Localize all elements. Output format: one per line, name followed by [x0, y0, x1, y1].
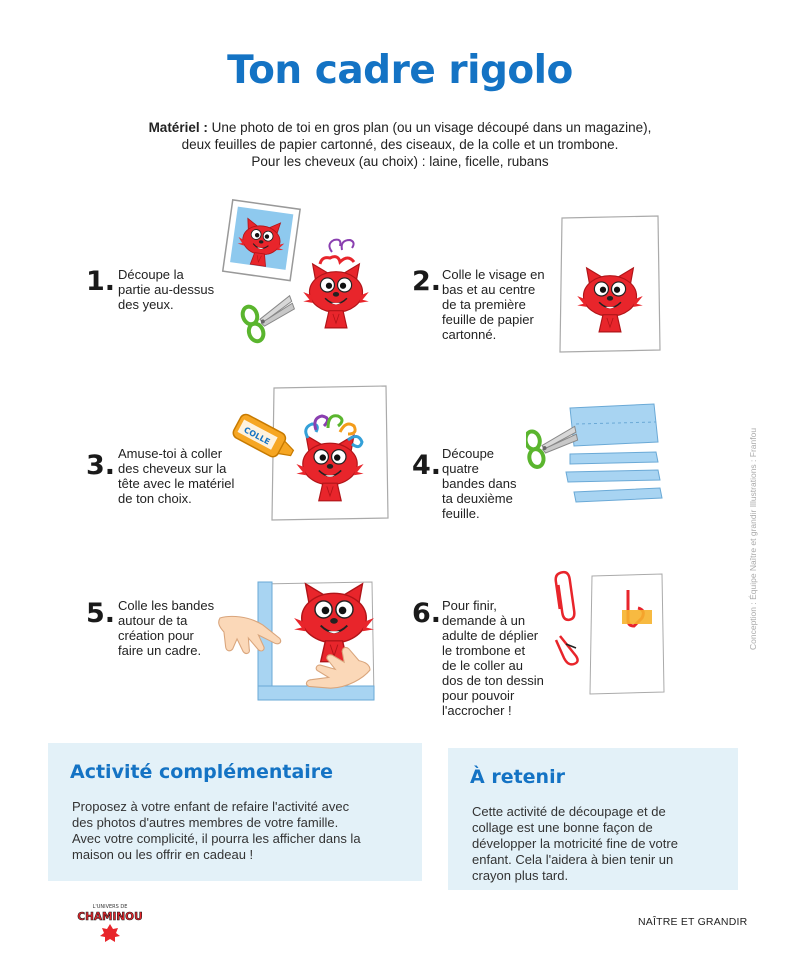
materials-section: Matériel : Une photo de toi en gros plan… — [60, 119, 740, 170]
step-2-illustration — [559, 215, 661, 353]
logo-top-text: L'UNIVERS DE — [93, 904, 128, 910]
materials-line-2: deux feuilles de papier cartonné, des ci… — [181, 137, 619, 152]
step-5-illustration — [211, 581, 375, 701]
credit-text: Conception : Équipe Naître et grandir Il… — [748, 427, 758, 650]
step-3-illustration: COLLE — [232, 385, 389, 521]
materials-line-3: Pour les cheveux (au choix) : laine, fic… — [251, 154, 549, 169]
paperclip-icon — [554, 570, 576, 622]
chaminou-logo: L'UNIVERS DE CHAMINOU — [77, 904, 143, 942]
step-number: 5. — [86, 598, 116, 629]
remember-box: À retenir Cette activité de découpage et… — [448, 748, 738, 890]
step-number: 4. — [412, 450, 442, 481]
remember-title: À retenir — [470, 766, 565, 788]
step-number: 6. — [412, 598, 442, 629]
materials-line-1: Une photo de toi en gros plan (ou un vis… — [211, 120, 652, 135]
page-title: Ton cadre rigolo — [227, 48, 573, 93]
complementary-title: Activité complémentaire — [70, 761, 334, 783]
step-6-illustration — [554, 570, 665, 695]
step-number: 3. — [86, 450, 116, 481]
step-number: 1. — [86, 266, 116, 297]
step-number: 2. — [412, 266, 442, 297]
remember-text: Cette activité de découpage et de collag… — [472, 804, 678, 883]
step-1-illustration — [221, 199, 370, 346]
complementary-box: Activité complémentaire Proposez à votre… — [48, 743, 422, 881]
logo-name-text: CHAMINOU — [77, 911, 142, 923]
footer-brand: NAÎTRE ET GRANDIR — [638, 916, 748, 928]
complementary-text: Proposez à votre enfant de refaire l'act… — [72, 799, 361, 862]
step-4-illustration — [526, 403, 663, 503]
materials-label: Matériel : — [148, 120, 208, 135]
